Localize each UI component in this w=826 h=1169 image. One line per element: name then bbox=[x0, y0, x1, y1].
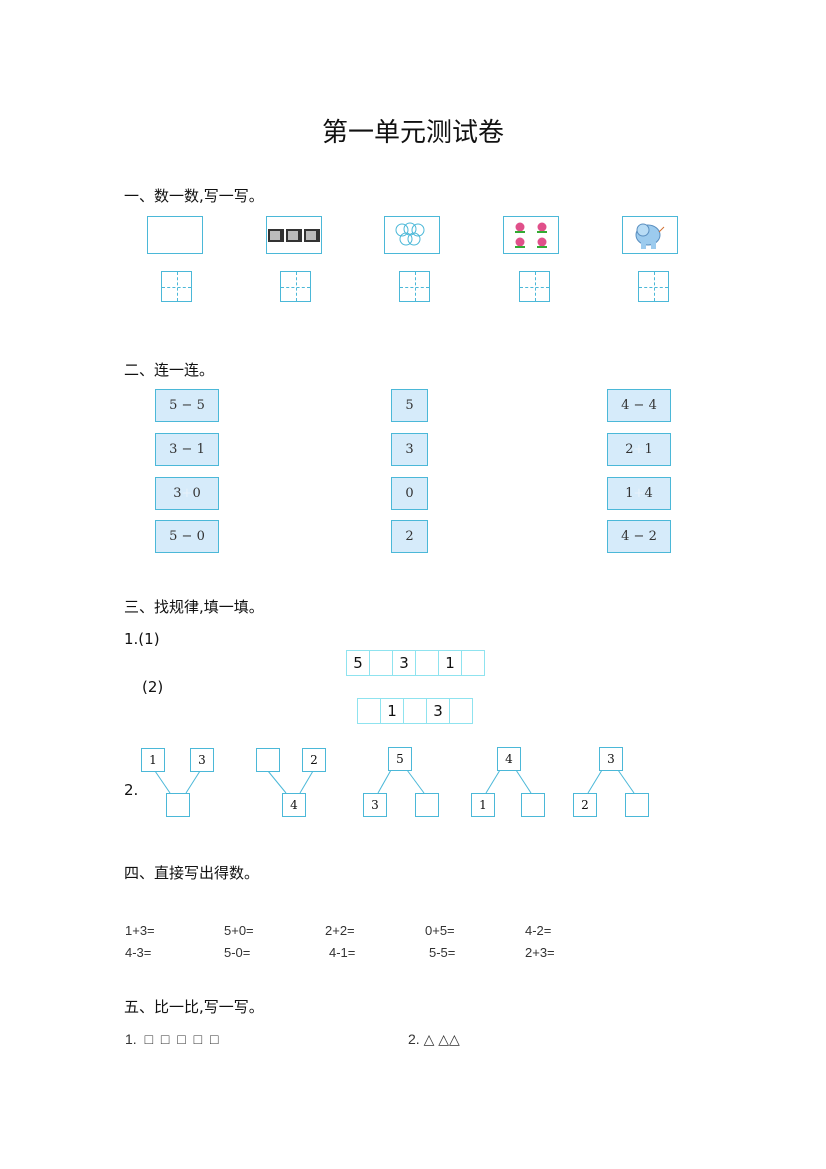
q1-sub2-label: (2) bbox=[142, 678, 164, 696]
tree-box[interactable] bbox=[415, 793, 439, 817]
section2-heading: 二、连一连。 bbox=[124, 361, 215, 379]
q1-label: 1.(1) bbox=[124, 630, 160, 648]
compare-squares: 1. □ □ □ □ □ bbox=[125, 1031, 219, 1047]
middle-card[interactable]: 0 bbox=[391, 477, 428, 510]
picture-box-elephant bbox=[622, 216, 678, 254]
picture-box-empty bbox=[147, 216, 203, 254]
tree-box[interactable]: 2 bbox=[302, 748, 326, 772]
seq-cell[interactable]: 3 bbox=[393, 651, 416, 675]
equation: 5-0= bbox=[224, 945, 251, 960]
equation: 2+3= bbox=[525, 945, 555, 960]
olympic-rings-icon bbox=[395, 222, 425, 246]
seq-cell[interactable] bbox=[358, 699, 381, 723]
tree-box[interactable]: 4 bbox=[282, 793, 306, 817]
page-title: 第一单元测试卷 bbox=[321, 118, 504, 148]
tv-icon bbox=[268, 229, 320, 242]
right-card[interactable]: 4 − 4 bbox=[607, 389, 671, 422]
middle-card[interactable]: 5 bbox=[391, 389, 428, 422]
middle-card[interactable]: 3 bbox=[391, 433, 428, 466]
section4-heading: 四、直接写出得数。 bbox=[124, 864, 260, 882]
equation: 5-5= bbox=[429, 945, 456, 960]
middle-card[interactable]: 2 bbox=[391, 520, 428, 553]
answer-grid[interactable] bbox=[638, 271, 669, 302]
left-card[interactable]: 5 − 5 bbox=[155, 389, 219, 422]
seq-cell[interactable]: 5 bbox=[347, 651, 370, 675]
answer-grid[interactable] bbox=[399, 271, 430, 302]
section3-heading: 三、找规律,填一填。 bbox=[124, 598, 264, 616]
q2-label: 2. bbox=[124, 781, 139, 799]
left-card[interactable]: 5 − 0 bbox=[155, 520, 219, 553]
equation: 4-3= bbox=[125, 945, 152, 960]
compare-triangles: 2. △ △△ bbox=[408, 1031, 460, 1047]
answer-grid[interactable] bbox=[280, 271, 311, 302]
tree-box[interactable]: 4 bbox=[497, 747, 521, 771]
seq-cell[interactable]: 3 bbox=[427, 699, 450, 723]
picture-box-peaches bbox=[503, 216, 559, 254]
seq-cell[interactable] bbox=[404, 699, 427, 723]
tree-box[interactable] bbox=[521, 793, 545, 817]
answer-grid[interactable] bbox=[519, 271, 550, 302]
seq-cell[interactable]: 1 bbox=[381, 699, 404, 723]
section1-heading: 一、数一数,写一写。 bbox=[124, 187, 264, 205]
equation: 2+2= bbox=[325, 923, 355, 938]
left-card[interactable]: 3 + 0 bbox=[155, 477, 219, 510]
tree-box[interactable]: 2 bbox=[573, 793, 597, 817]
tree-box[interactable]: 1 bbox=[141, 748, 165, 772]
answer-grid[interactable] bbox=[161, 271, 192, 302]
tree-box[interactable]: 3 bbox=[190, 748, 214, 772]
tree-box[interactable]: 5 bbox=[388, 747, 412, 771]
tree-box[interactable]: 3 bbox=[363, 793, 387, 817]
tree-box[interactable]: 1 bbox=[471, 793, 495, 817]
left-card[interactable]: 3 − 1 bbox=[155, 433, 219, 466]
right-card[interactable]: 2 + 1 bbox=[607, 433, 671, 466]
seq-cell[interactable]: 1 bbox=[439, 651, 462, 675]
tree-box[interactable] bbox=[625, 793, 649, 817]
picture-box-rings bbox=[384, 216, 440, 254]
equation: 5+0= bbox=[224, 923, 254, 938]
right-card[interactable]: 1 + 4 bbox=[607, 477, 671, 510]
peach-icon bbox=[515, 222, 547, 248]
elephant-icon bbox=[635, 223, 665, 249]
equation: 4-2= bbox=[525, 923, 552, 938]
tree-box[interactable]: 3 bbox=[599, 747, 623, 771]
equation: 1+3= bbox=[125, 923, 155, 938]
equation: 4-1= bbox=[329, 945, 356, 960]
equation: 0+5= bbox=[425, 923, 455, 938]
right-card[interactable]: 4 − 2 bbox=[607, 520, 671, 553]
picture-box-tvs bbox=[266, 216, 322, 254]
seq-cell[interactable] bbox=[370, 651, 393, 675]
seq-cell[interactable] bbox=[416, 651, 439, 675]
tree-box[interactable] bbox=[256, 748, 280, 772]
section5-heading: 五、比一比,写一写。 bbox=[124, 998, 264, 1016]
tree-box[interactable] bbox=[166, 793, 190, 817]
